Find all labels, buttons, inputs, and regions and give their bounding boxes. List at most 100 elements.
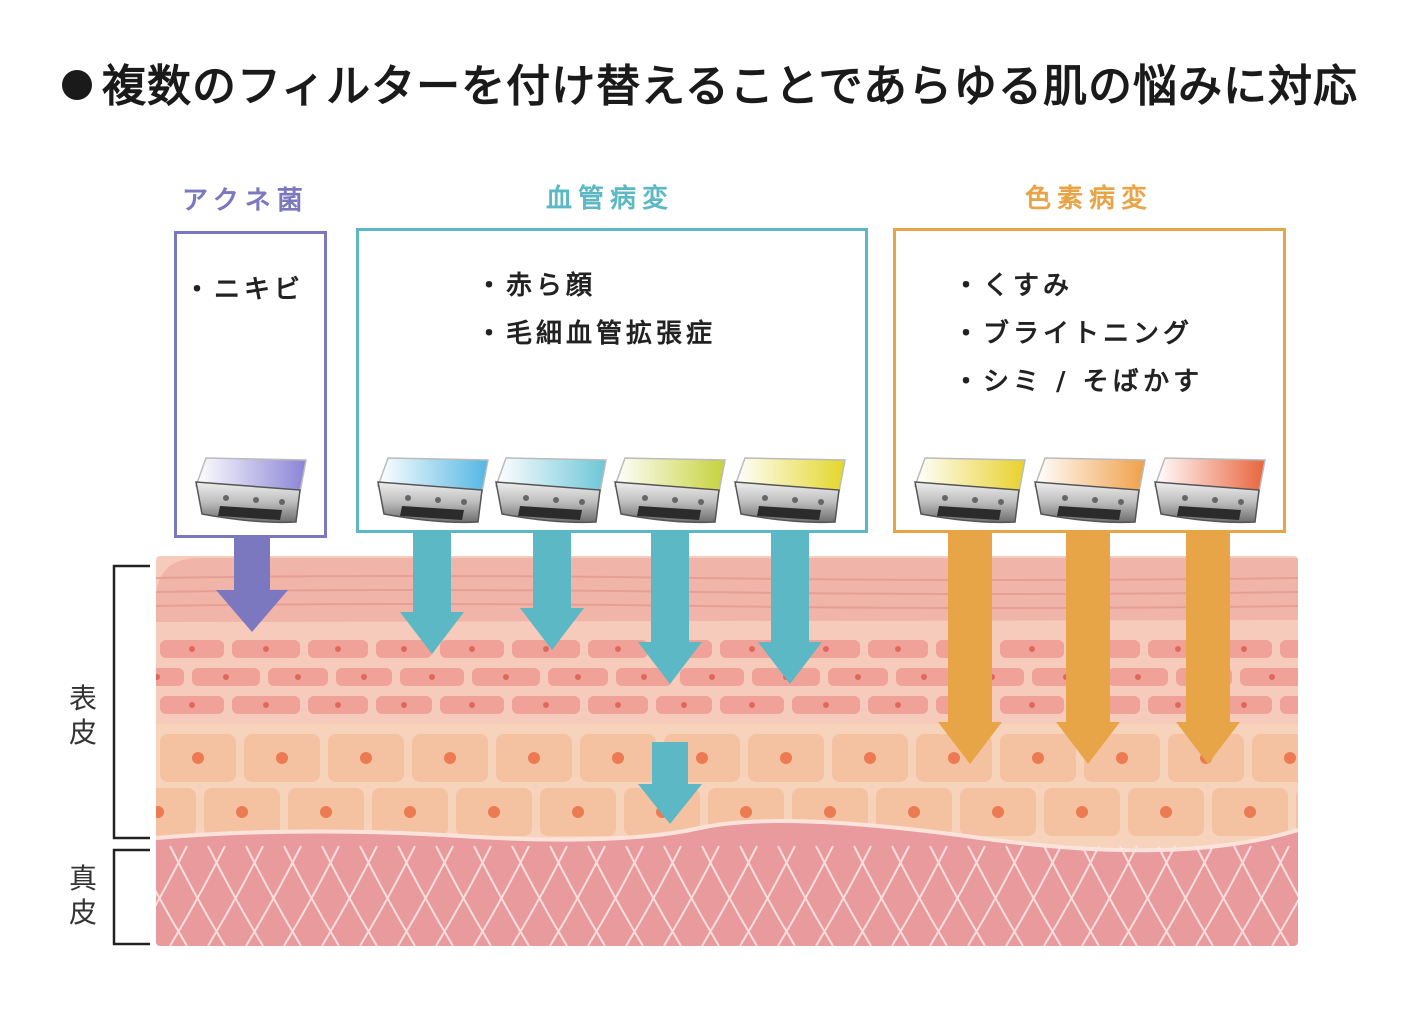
item-dullness: ・くすみ [953,271,1074,301]
upper-cell [1280,640,1298,658]
layer-label-dermis: 真皮 [68,862,97,929]
dermis-bracket [112,848,150,946]
cell-nucleus [1175,646,1181,652]
cell-nucleus [469,646,475,652]
cell-nucleus [1103,646,1109,652]
cell-nucleus [1200,752,1212,764]
cell-nucleus [1309,646,1315,652]
items-pigment: ・くすみ ・ブライトニング ・シミ / そばかす [953,262,1203,406]
cell-nucleus [1063,674,1069,680]
cell-nucleus [1076,806,1088,818]
cell-nucleus [444,752,456,764]
cell-nucleus [469,702,475,708]
cell-nucleus [1116,752,1128,764]
cell-nucleus [864,752,876,764]
upper-cell [1280,696,1298,714]
cell-nucleus [641,674,647,680]
collagen-fibers [156,845,1298,946]
dermis-layer [156,820,1298,946]
cell-nucleus [1241,646,1247,652]
page-title: 複数のフィルターを付け替えることであらゆる肌の悩みに対応 [62,50,1358,114]
cell-nucleus [1029,702,1035,708]
page-title-text: 複数のフィルターを付け替えることであらゆる肌の悩みに対応 [102,61,1359,112]
cell-nucleus [895,702,901,708]
cell-nucleus [780,752,792,764]
cell-nucleus [681,646,687,652]
cell-nucleus [989,674,995,680]
cell-nucleus [401,702,407,708]
cell-nucleus [320,806,332,818]
cell-nucleus [189,646,195,652]
cell-nucleus [404,806,416,818]
cell-nucleus [749,702,755,708]
cell-nucleus [992,806,1004,818]
cell-nucleus [1284,752,1296,764]
item-telangiectasia: ・毛細血管拡張症 [476,319,717,349]
cell-nucleus [360,752,372,764]
cell-nucleus [615,702,621,708]
cell-nucleus [156,674,160,680]
cell-nucleus [1032,752,1044,764]
cell-nucleus [656,806,668,818]
cell-nucleus [528,752,540,764]
cell-nucleus [335,702,341,708]
category-label-acne: アクネ菌 [182,186,309,216]
cell-nucleus [1241,702,1247,708]
cell-nucleus [740,806,752,818]
cell-nucleus [855,674,861,680]
skin-cross-section [156,556,1340,946]
cell-nucleus [223,674,229,680]
cell-nucleus [1269,674,1275,680]
cell-nucleus [572,806,584,818]
cell-nucleus [263,702,269,708]
cell-nucleus [921,674,927,680]
cell-nucleus [1160,806,1172,818]
cell-nucleus [908,806,920,818]
cell-nucleus [192,752,204,764]
bullet-dot-icon [62,70,92,100]
cell-nucleus [276,752,288,764]
cell-nucleus [1328,806,1340,818]
cell-nucleus [895,646,901,652]
epidermis-bracket [112,564,150,840]
cell-nucleus [401,646,407,652]
cell-nucleus [263,646,269,652]
cell-nucleus [429,674,435,680]
items-acne: ・ニキビ [184,266,304,314]
items-vascular: ・赤ら顔 ・毛細血管拡張症 [476,262,716,358]
cell-nucleus [295,674,301,680]
cell-nucleus [749,646,755,652]
cell-nucleus [1103,702,1109,708]
cell-nucleus [823,702,829,708]
cell-nucleus [615,646,621,652]
cell-nucleus [1309,702,1315,708]
category-label-vascular: 血管病変 [546,184,675,214]
cell-nucleus [543,702,549,708]
cell-nucleus [824,806,836,818]
cell-nucleus [1201,674,1207,680]
item-brightening: ・ブライトニング [953,319,1194,349]
cell-nucleus [503,674,509,680]
cell-nucleus [189,702,195,708]
cell-nucleus [709,674,715,680]
cell-nucleus [681,702,687,708]
basal-cell [1296,788,1298,836]
cell-nucleus [696,752,708,764]
cell-nucleus [156,806,164,818]
item-acne: ・ニキビ [184,275,305,305]
cell-nucleus [361,674,367,680]
cell-nucleus [1175,702,1181,708]
cell-nucleus [1244,806,1256,818]
layer-label-epidermis: 表皮 [68,682,97,749]
cell-nucleus [543,646,549,652]
cell-nucleus [961,702,967,708]
cell-nucleus [612,752,624,764]
category-label-pigment: 色素病変 [1025,184,1154,214]
cell-nucleus [575,674,581,680]
cell-nucleus [1029,646,1035,652]
cell-nucleus [961,646,967,652]
cell-nucleus [335,646,341,652]
item-spots-freckles: ・シミ / そばかす [953,367,1204,397]
cell-nucleus [488,806,500,818]
item-red-face: ・赤ら顔 [476,271,597,301]
